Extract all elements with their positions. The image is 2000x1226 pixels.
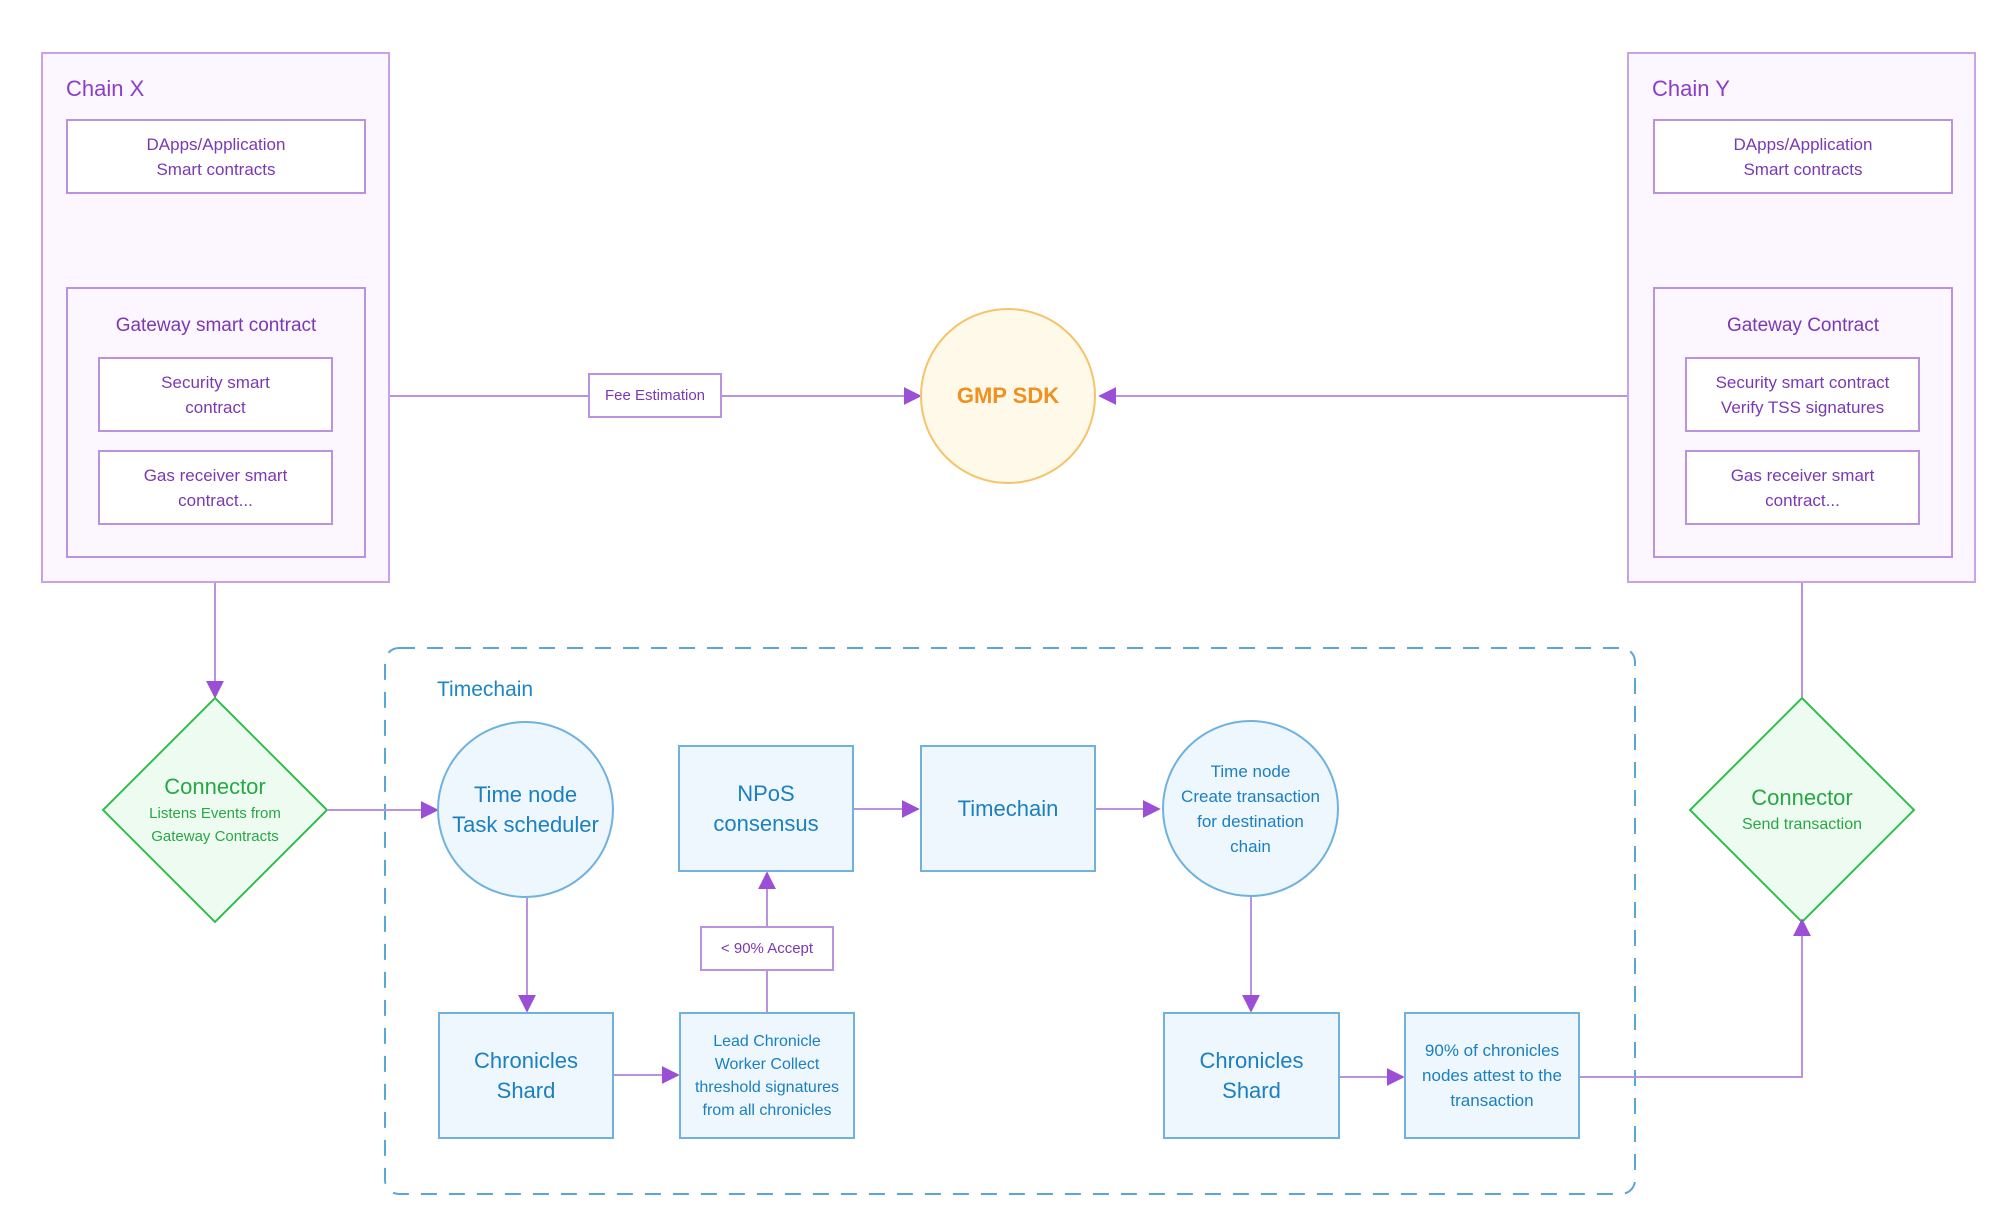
shard-left-line-2: Shard <box>496 1077 556 1103</box>
connector-right[interactable]: Connector Send transaction <box>1697 770 1907 850</box>
accept-threshold-label[interactable]: < 90% Accept <box>700 926 834 971</box>
timechain-title: Timechain <box>437 678 534 701</box>
lead-chronicle-box[interactable]: Lead Chronicle Worker Collect threshold … <box>679 1012 855 1139</box>
time-node-scheduler-line-2: Task scheduler <box>452 811 599 837</box>
npos-consensus-box[interactable]: NPoS consensus <box>678 745 854 872</box>
npos-line-2: consensus <box>713 810 819 836</box>
lead-chronicle-line-3: threshold signatures <box>694 1078 840 1096</box>
shard-right-line-1: Chronicles <box>1199 1047 1304 1073</box>
chain-x-dapps-line-1: DApps/Application <box>146 134 286 154</box>
lead-chronicle-line-1: Lead Chronicle <box>713 1032 821 1050</box>
connector-left-line-1: Listens Events from <box>149 805 281 822</box>
lead-chronicle-line-2: Worker Collect <box>714 1055 820 1073</box>
chain-x-gas-line-2: contract... <box>178 490 253 510</box>
connector-left-diamond <box>101 696 329 924</box>
chain-y-security-line-2: Verify TSS signatures <box>1720 397 1885 417</box>
connector-left-title: Connector <box>164 774 266 799</box>
shard-right-line-2: Shard <box>1222 1077 1281 1103</box>
chain-y-gas-line-1: Gas receiver smart <box>1730 465 1875 485</box>
chronicles-shard-right[interactable]: Chronicles Shard <box>1163 1012 1340 1139</box>
attest-line-3: transaction <box>1450 1091 1534 1110</box>
attest-line-1: 90% of chronicles <box>1424 1041 1560 1060</box>
time-node-create-line-4: chain <box>1230 836 1271 856</box>
chain-y-dapps-line-1: DApps/Application <box>1733 134 1873 154</box>
chain-x-security-line-1: Security smart <box>161 372 270 392</box>
time-node-scheduler[interactable]: Time node Task scheduler <box>437 721 614 898</box>
arrow-attest-to-connector <box>1580 918 1811 1078</box>
connector-left-line-2: Gateway Contracts <box>151 828 279 845</box>
chain-y-gateway-title: Gateway Contract <box>1726 315 1880 336</box>
connector-right-line-1: Send transaction <box>1741 816 1863 833</box>
chain-x-dapps-line-2: Smart contracts <box>156 159 276 179</box>
chain-x-security-box[interactable]: Security smart contract <box>98 357 333 432</box>
gmp-sdk-circle[interactable]: GMP SDK <box>920 308 1096 484</box>
chronicles-shard-left[interactable]: Chronicles Shard <box>438 1012 614 1139</box>
chain-x-dapps-box[interactable]: DApps/Application Smart contracts <box>66 119 366 194</box>
time-node-scheduler-line-1: Time node <box>473 781 578 807</box>
fee-estimation-label[interactable]: Fee Estimation <box>588 373 722 418</box>
chain-x-title: Chain X <box>66 76 145 101</box>
lead-chronicle-line-4: from all chronicles <box>702 1101 832 1119</box>
time-node-create-line-3: for destination <box>1197 811 1304 831</box>
chain-y-dapps-line-2: Smart contracts <box>1743 159 1863 179</box>
chain-y-title: Chain Y <box>1652 76 1730 101</box>
chain-y-security-line-1: Security smart contract <box>1715 372 1890 392</box>
attest-line-2: nodes attest to the <box>1422 1066 1562 1085</box>
timechain-box[interactable]: Timechain <box>920 745 1096 872</box>
npos-line-1: NPoS <box>737 780 795 806</box>
chain-x-security-line-2: contract <box>185 397 246 417</box>
shard-left-line-1: Chronicles <box>474 1047 578 1073</box>
chain-y-dapps-box[interactable]: DApps/Application Smart contracts <box>1653 119 1953 194</box>
chain-y-gas-line-2: contract... <box>1765 490 1840 510</box>
time-node-create-line-1: Time node <box>1210 761 1291 781</box>
attest-box[interactable]: 90% of chronicles nodes attest to the tr… <box>1404 1012 1580 1139</box>
connector-right-title: Connector <box>1751 785 1853 810</box>
chain-x-gas-line-1: Gas receiver smart <box>143 465 288 485</box>
chain-y-security-box[interactable]: Security smart contract Verify TSS signa… <box>1685 357 1920 432</box>
time-node-create-transaction[interactable]: Time node Create transaction for destina… <box>1162 720 1339 897</box>
chain-y-gas-box[interactable]: Gas receiver smart contract... <box>1685 450 1920 525</box>
chain-x-gas-box[interactable]: Gas receiver smart contract... <box>98 450 333 525</box>
connector-left[interactable]: Connector Listens Events from Gateway Co… <box>110 760 320 860</box>
time-node-create-line-2: Create transaction <box>1181 786 1320 806</box>
chain-x-gateway-title: Gateway smart contract <box>115 315 317 336</box>
timechain-frame <box>384 647 1636 1195</box>
